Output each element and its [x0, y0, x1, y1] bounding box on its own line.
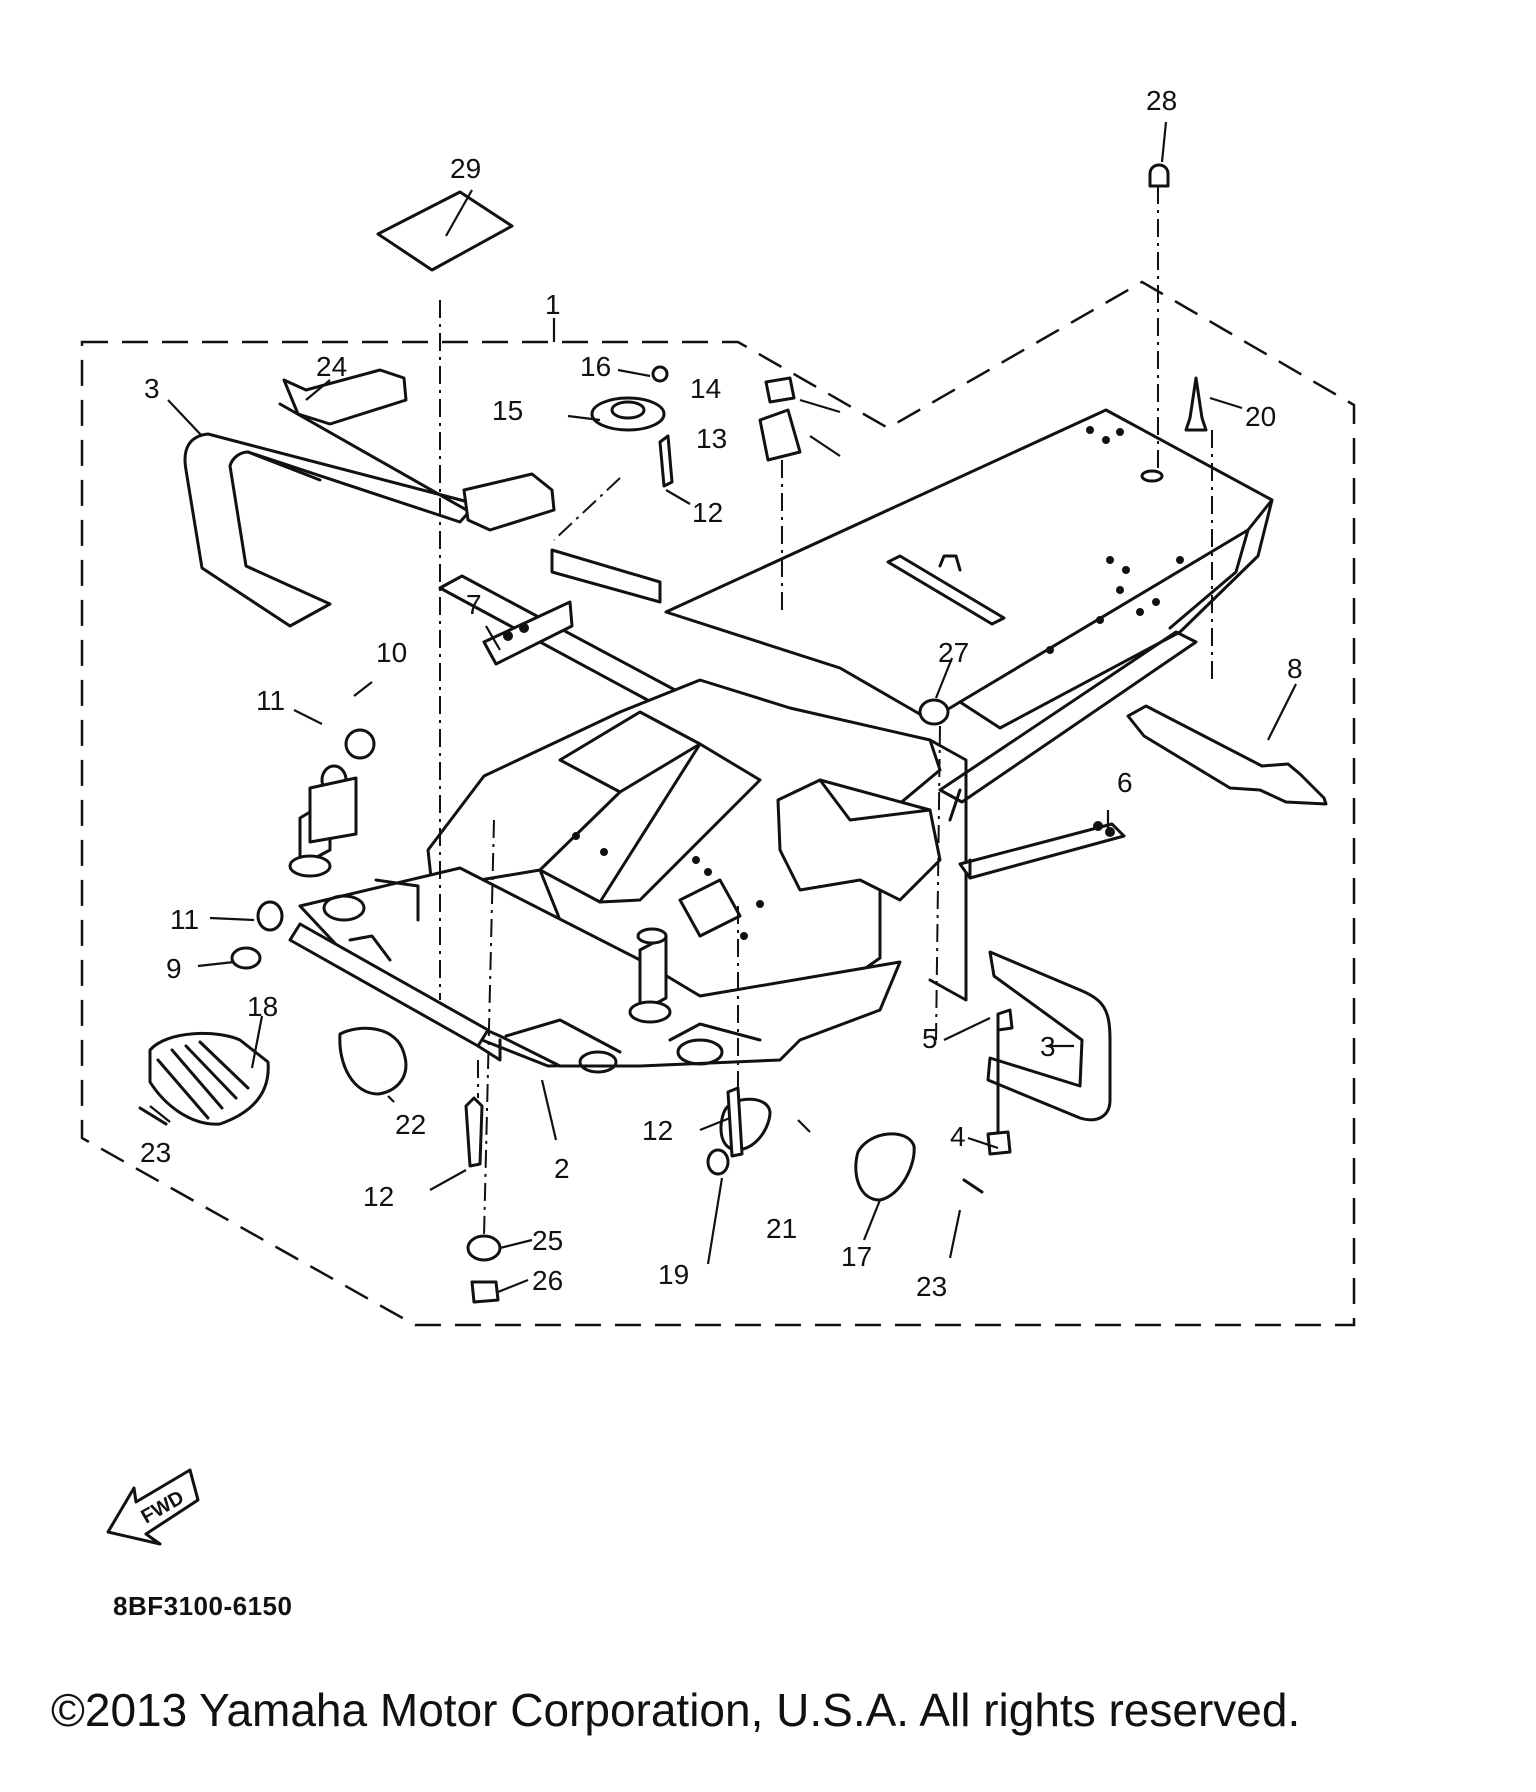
callout-label: 11 [256, 685, 285, 716]
small-parts [138, 163, 1208, 1304]
callout-label: 6 [1117, 767, 1133, 798]
callout-label: 11 [170, 904, 199, 935]
callout-label: 22 [395, 1109, 426, 1140]
callout-labels: 1 2 3 3 4 5 6 7 8 9 10 11 11 12 12 12 13… [140, 85, 1303, 1302]
callout-label: 25 [532, 1225, 563, 1256]
leader-lines [149, 121, 1297, 1294]
callout-label: 7 [466, 589, 482, 620]
callout-label: 17 [841, 1241, 872, 1272]
callout-label: 20 [1245, 401, 1276, 432]
callout-label: 21 [766, 1213, 797, 1244]
part-code: 8BF3100-6150 [113, 1591, 293, 1621]
callout-label: 8 [1287, 653, 1303, 684]
callout-label: 10 [376, 637, 407, 668]
bumpers [183, 432, 1112, 1122]
callout-label: 16 [580, 351, 611, 382]
callout-label: 1 [545, 289, 561, 320]
copyright-notice: ©2013 Yamaha Motor Corporation, U.S.A. A… [51, 1684, 1301, 1736]
callout-label: 12 [692, 497, 723, 528]
callout-label: 12 [642, 1115, 673, 1146]
assembly-boundary [80, 280, 1356, 1327]
callout-label: 28 [1146, 85, 1177, 116]
callout-label: 18 [247, 991, 278, 1022]
fwd-arrow-icon: FWD [106, 1468, 200, 1546]
callout-label: 2 [554, 1153, 570, 1184]
callout-label: 9 [166, 953, 182, 984]
handle-brackets [278, 368, 556, 532]
rear-and-side-rails [482, 548, 1328, 880]
assembly-lines [439, 186, 1213, 1237]
callout-label: 3 [144, 373, 160, 404]
callout-label: 23 [916, 1271, 947, 1302]
callout-label: 27 [938, 637, 969, 668]
callout-label: 29 [450, 153, 481, 184]
callout-label: 12 [363, 1181, 394, 1212]
callout-label: 26 [532, 1265, 563, 1296]
callout-label: 15 [492, 395, 523, 426]
callout-label: 13 [696, 423, 727, 454]
callout-label: 4 [950, 1121, 966, 1152]
callout-label: 19 [658, 1259, 689, 1290]
callout-label: 3 [1040, 1031, 1056, 1062]
callout-label: 5 [922, 1023, 938, 1054]
callout-label: 14 [690, 373, 721, 404]
frame-body [288, 408, 1274, 1074]
callout-label: 23 [140, 1137, 171, 1168]
callout-label: 24 [316, 351, 347, 382]
